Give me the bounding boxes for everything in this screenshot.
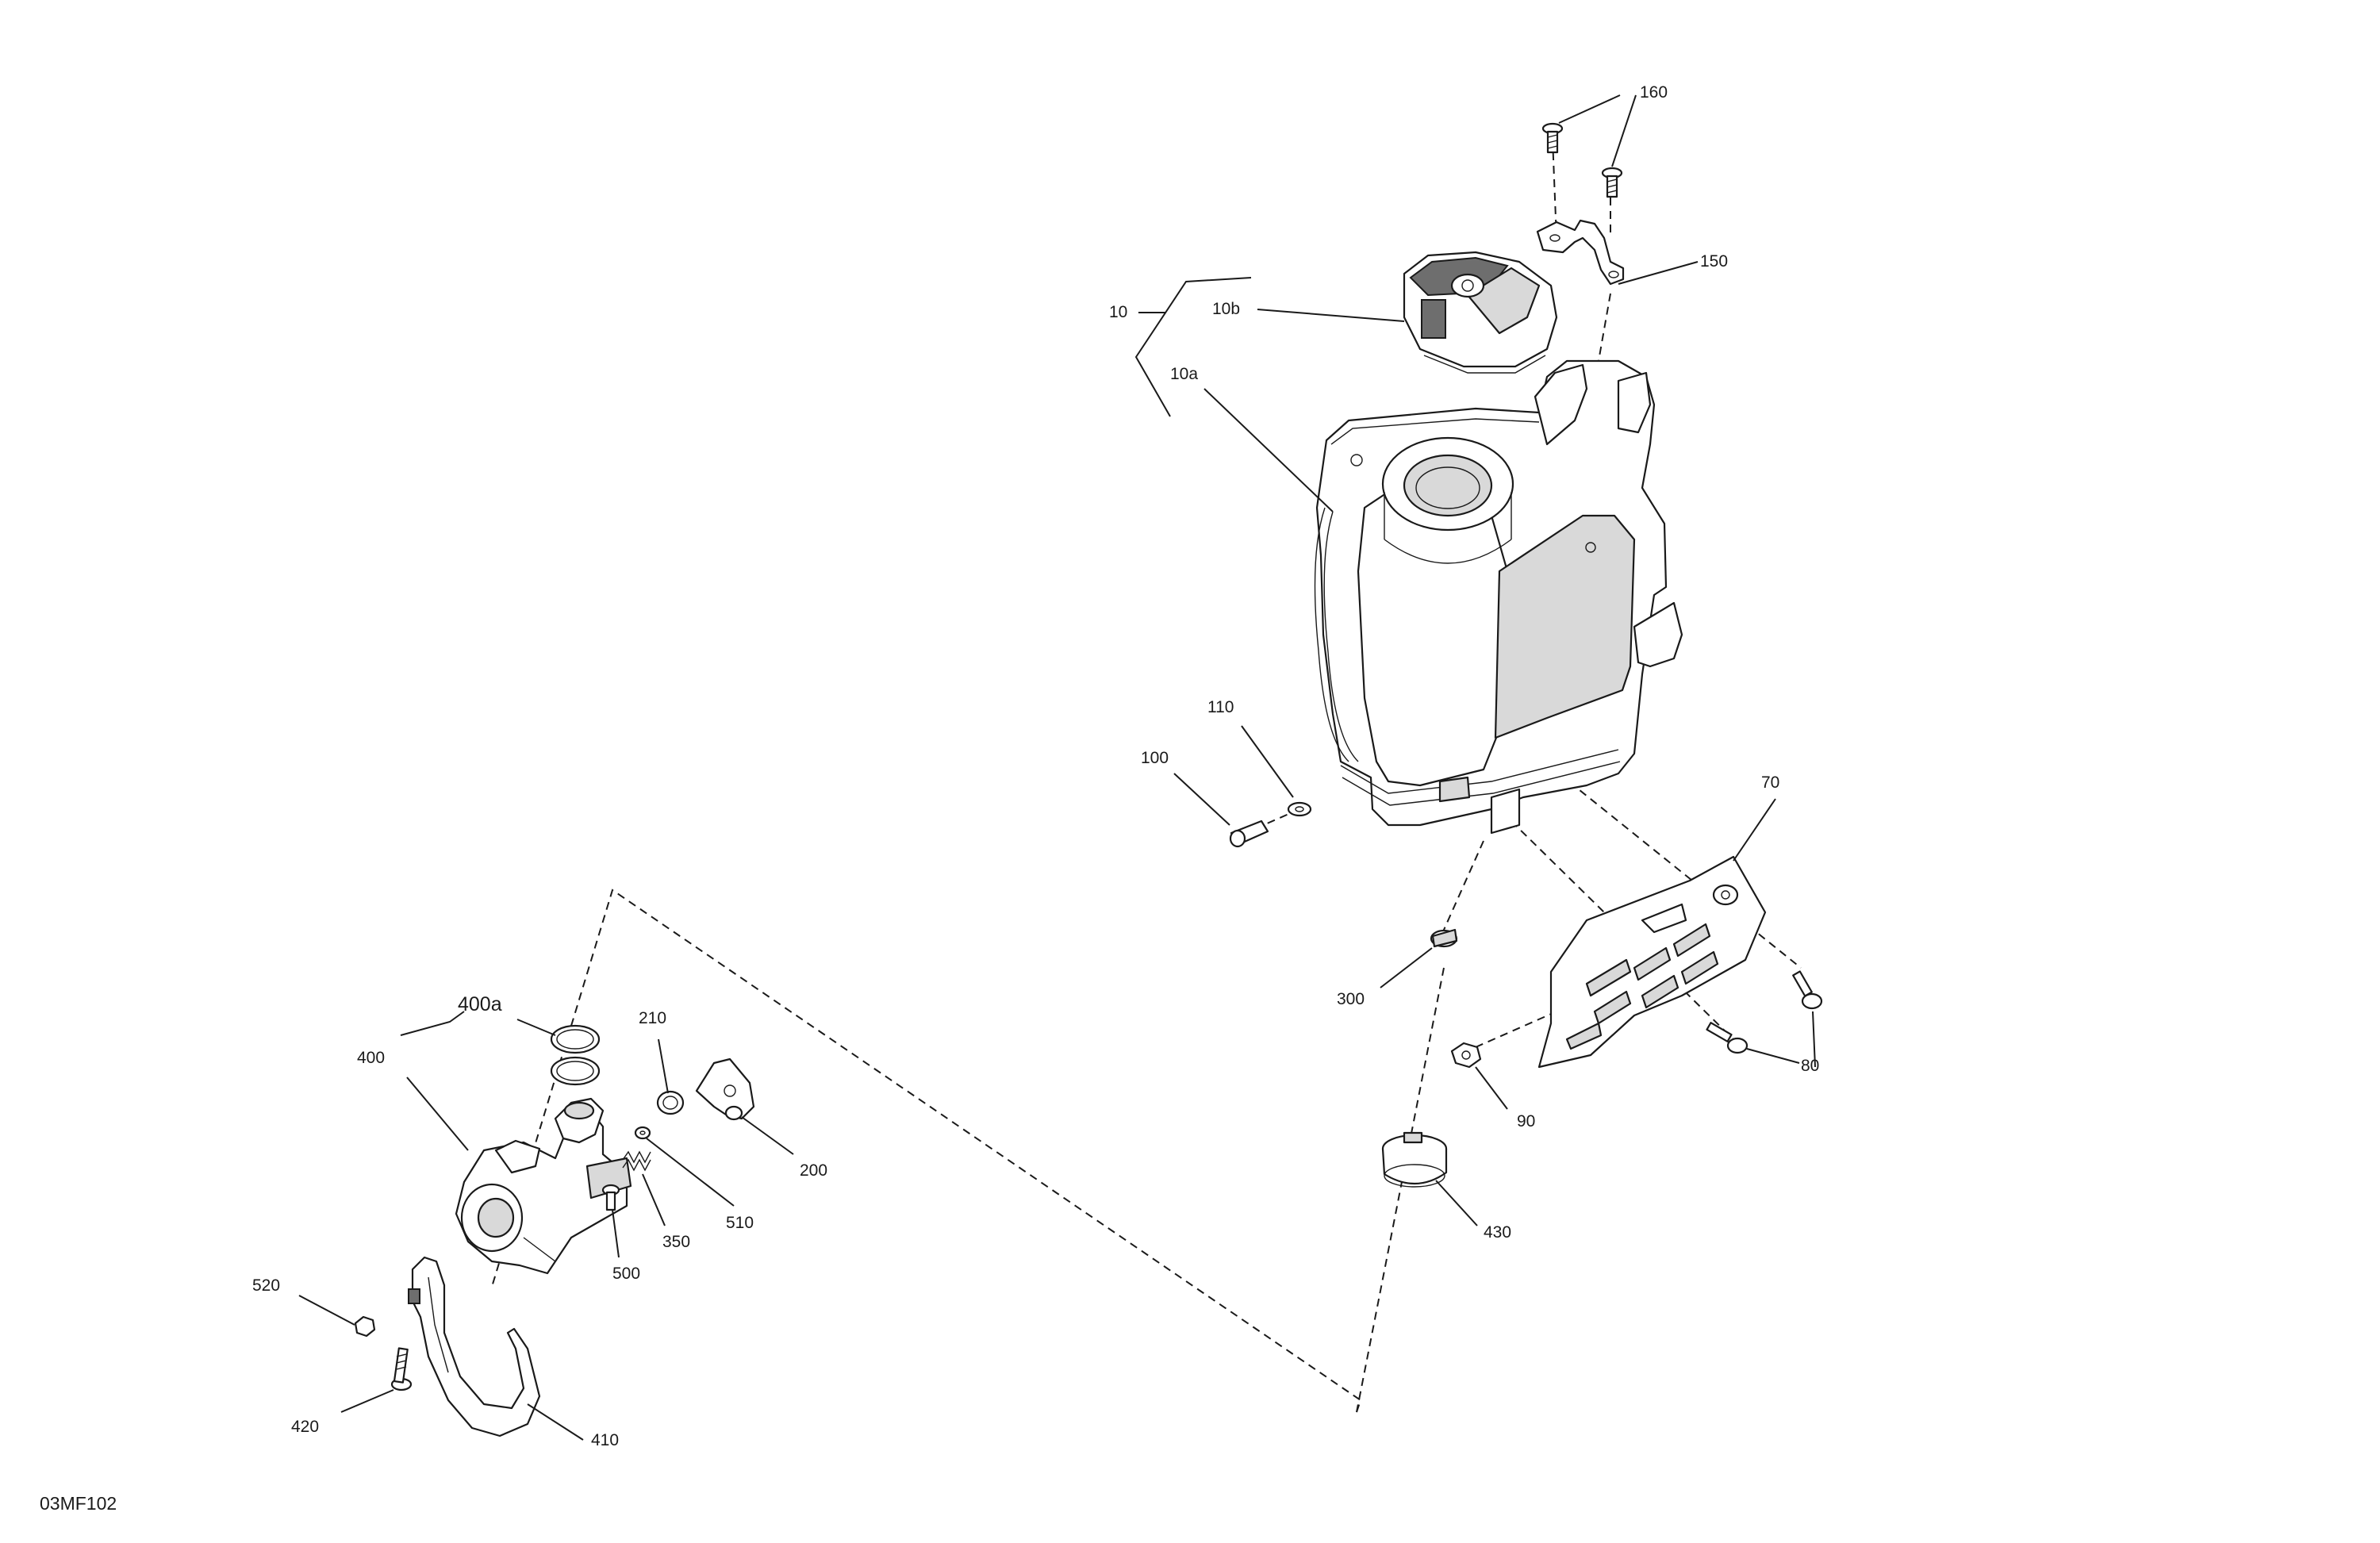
screw-500 bbox=[601, 1184, 620, 1211]
callout-430: 430 bbox=[1484, 1223, 1511, 1242]
fuel-tank-10a bbox=[1314, 359, 1683, 835]
strap-410 bbox=[408, 1256, 541, 1437]
drawing-id: 03MF102 bbox=[40, 1493, 117, 1514]
clamp-300 bbox=[1430, 928, 1458, 948]
bracket-200 bbox=[695, 1057, 755, 1121]
callout-100: 100 bbox=[1141, 749, 1169, 767]
callout-labels: 160 150 10 10b 10a 110 100 70 300 80 90 … bbox=[252, 83, 1819, 1449]
callout-150: 150 bbox=[1700, 252, 1728, 271]
callout-10a: 10a bbox=[1170, 365, 1198, 383]
nut-90 bbox=[1450, 1042, 1482, 1069]
callout-110: 110 bbox=[1207, 698, 1234, 716]
callout-400a: 400a bbox=[458, 993, 502, 1015]
callout-10b: 10b bbox=[1212, 300, 1240, 318]
heat-shield-70 bbox=[1537, 855, 1767, 1069]
callout-510: 510 bbox=[726, 1214, 754, 1232]
callout-410: 410 bbox=[591, 1431, 619, 1449]
leader-lines bbox=[298, 94, 1816, 1441]
grommet-210 bbox=[656, 1090, 685, 1115]
clamp-430 bbox=[1381, 1131, 1448, 1188]
screw-160-left bbox=[1541, 122, 1564, 154]
callout-90: 90 bbox=[1517, 1112, 1535, 1130]
callout-70: 70 bbox=[1761, 773, 1779, 792]
callout-400: 400 bbox=[357, 1049, 385, 1067]
callout-160: 160 bbox=[1640, 83, 1668, 102]
callout-200: 200 bbox=[800, 1161, 827, 1180]
bolt-80-upper bbox=[1792, 970, 1823, 1010]
o-rings-400a bbox=[550, 1024, 601, 1086]
screw-420 bbox=[390, 1347, 413, 1391]
fuel-pump-400 bbox=[455, 1097, 632, 1275]
spring-350 bbox=[622, 1150, 651, 1172]
bracket-150 bbox=[1536, 219, 1625, 286]
callout-420: 420 bbox=[291, 1418, 319, 1436]
filler-cap-10b bbox=[1403, 251, 1558, 374]
callout-10: 10 bbox=[1109, 303, 1127, 321]
assembly-dashed-lines bbox=[491, 138, 1802, 1413]
callout-520: 520 bbox=[252, 1276, 280, 1295]
bolt-80-lower bbox=[1706, 1022, 1749, 1054]
callout-500: 500 bbox=[612, 1265, 640, 1283]
callout-350: 350 bbox=[662, 1233, 690, 1251]
callout-80: 80 bbox=[1801, 1057, 1819, 1075]
bolt-100 bbox=[1229, 819, 1269, 848]
washer-510 bbox=[634, 1126, 651, 1140]
screw-160-right bbox=[1601, 167, 1623, 198]
nut-520 bbox=[354, 1315, 376, 1338]
callout-210: 210 bbox=[639, 1009, 666, 1027]
washer-110 bbox=[1287, 801, 1312, 817]
callout-300: 300 bbox=[1337, 990, 1365, 1008]
